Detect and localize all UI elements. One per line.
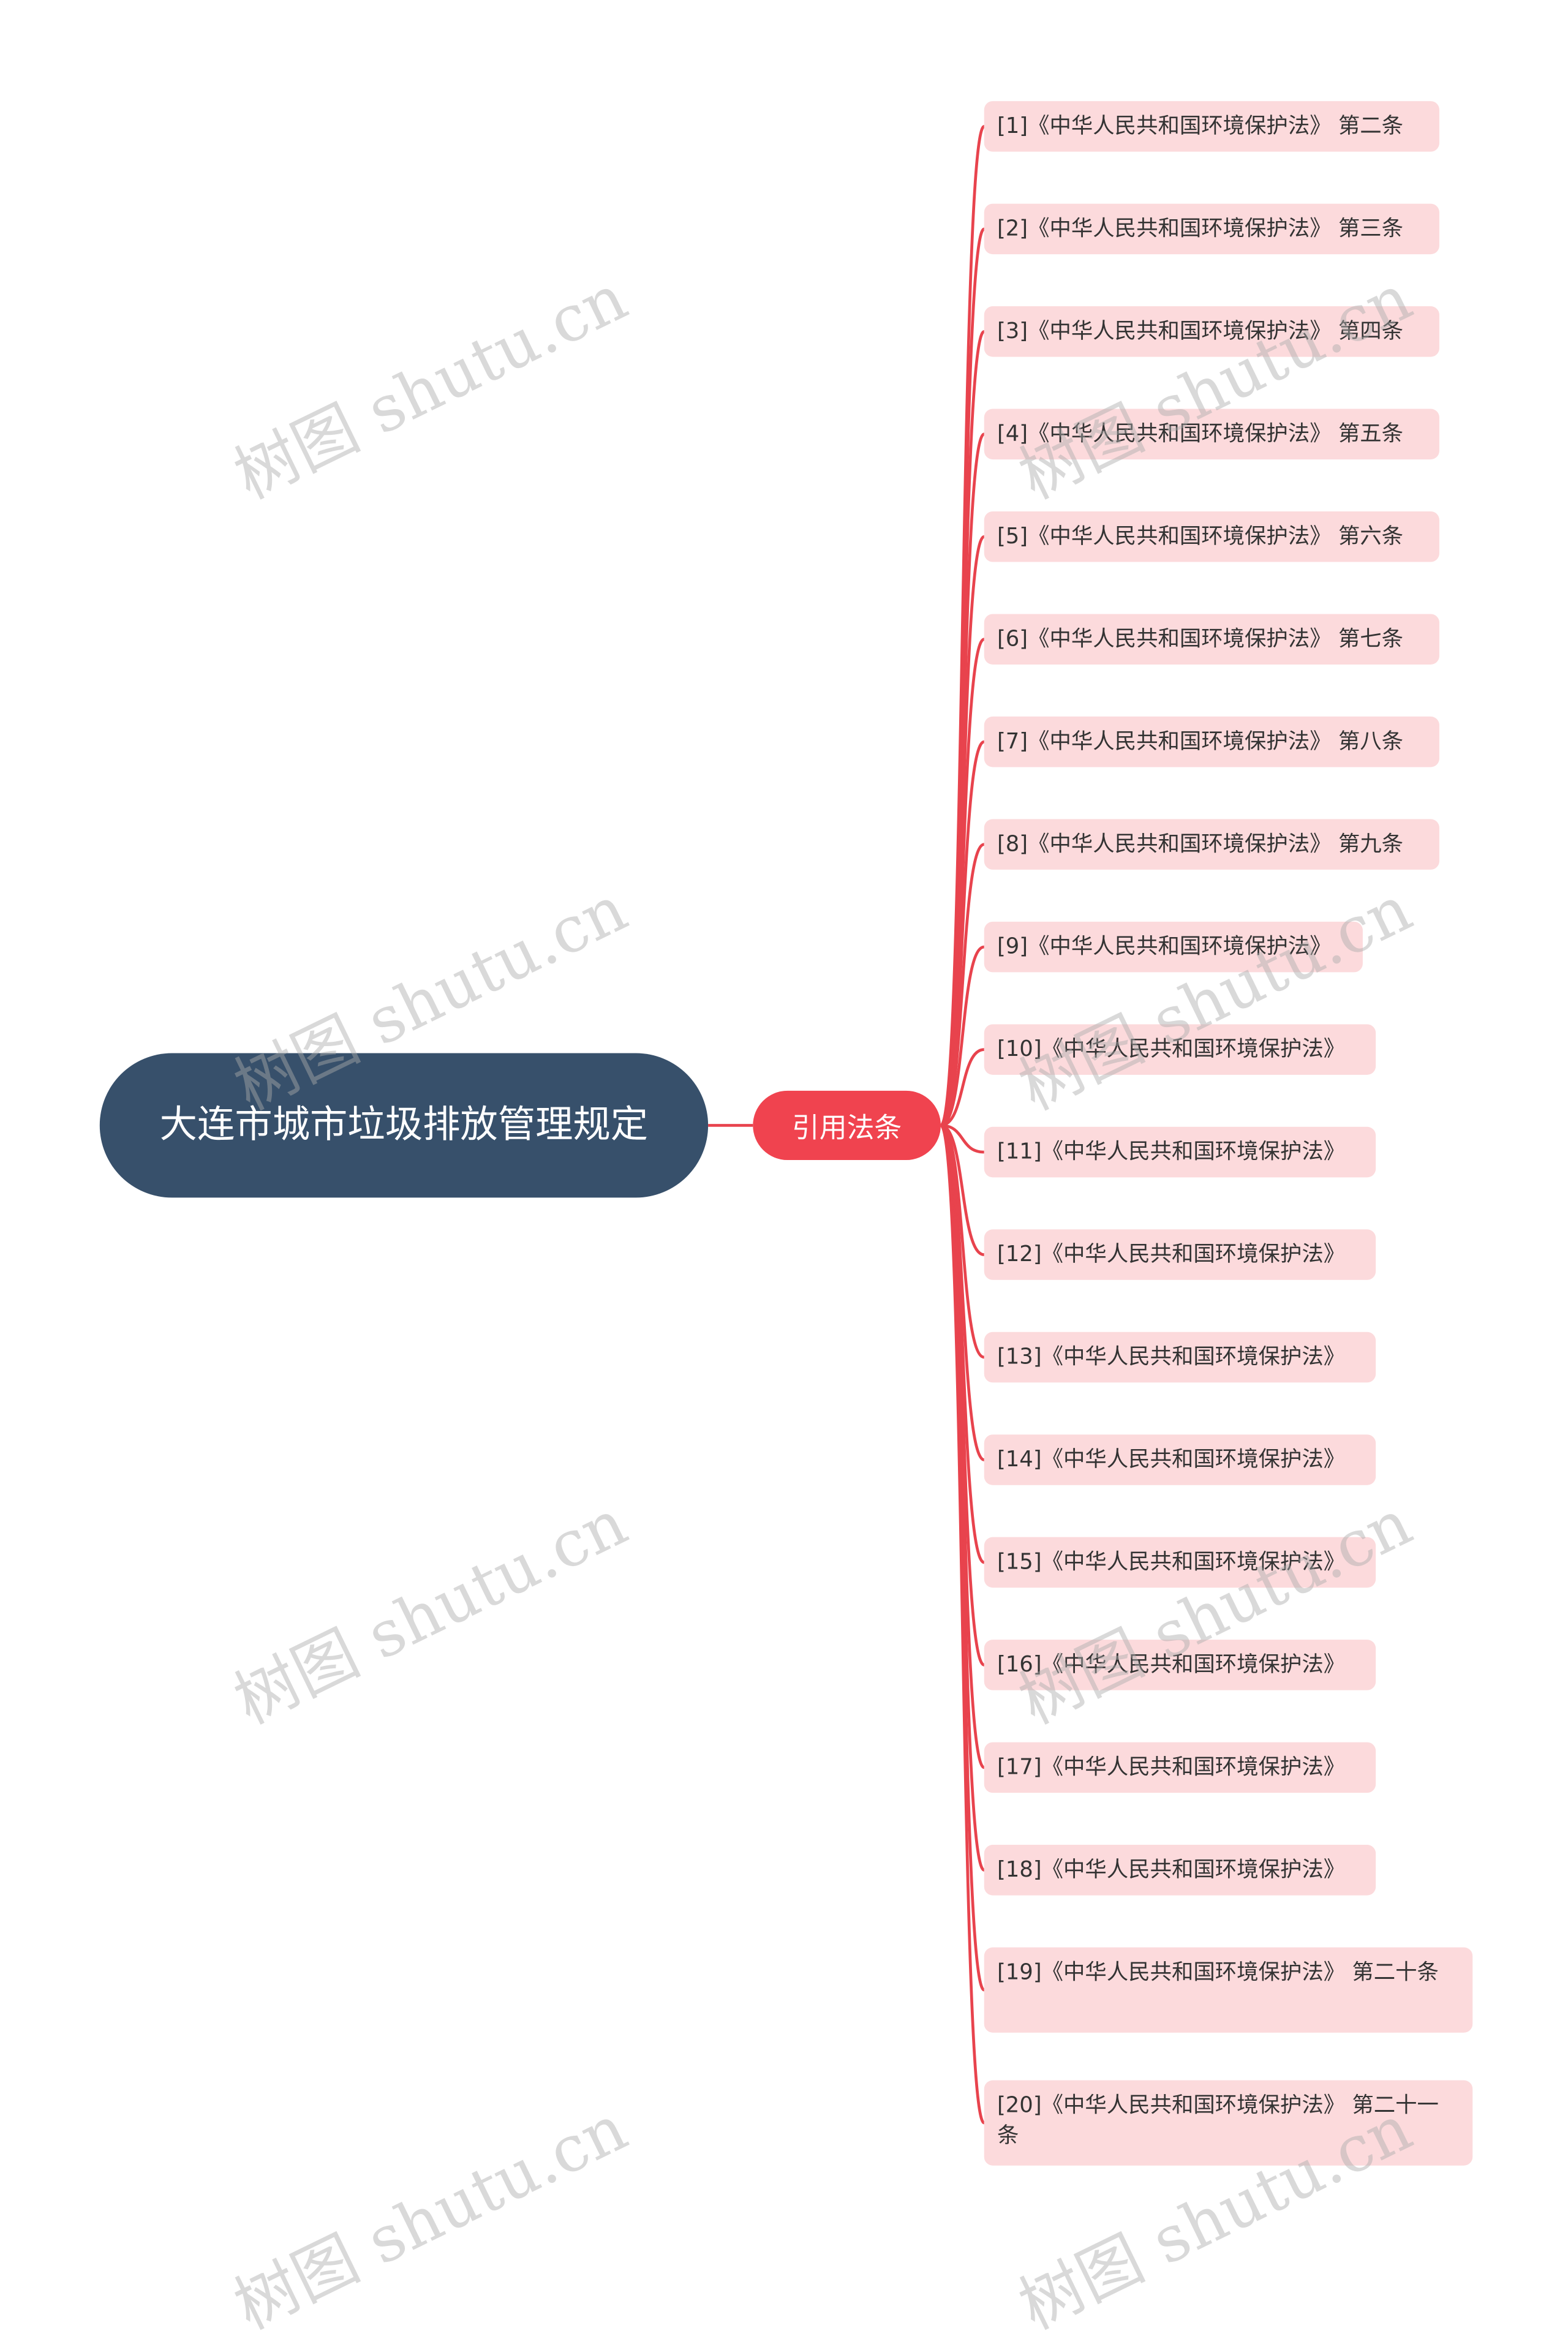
watermark-text: 树图 shutu.cn [1008,261,1423,514]
leaf-topic-19[interactable]: [19]《中华人民共和国环境保护法》 第二十条 [984,1947,1473,2033]
leaf-topic-label: [14]《中华人民共和国环境保护法》 [997,1446,1346,1472]
mind-map-canvas: 大连市城市垃圾排放管理规定 引用法条 [1]《中华人民共和国环境保护法》 第二条… [99,101,1473,2345]
leaf-topic-label: [19]《中华人民共和国环境保护法》 第二十条 [997,1959,1439,1985]
branch-to-leaf-connector [940,1124,985,1359]
leaf-topic-label: [4]《中华人民共和国环境保护法》 第五条 [997,420,1404,446]
leaf-topic-6[interactable]: [6]《中华人民共和国环境保护法》 第七条 [984,614,1439,665]
leaf-topic-label: [3]《中华人民共和国环境保护法》 第四条 [997,317,1404,344]
branch-to-leaf-connector [939,1124,986,1872]
branch-to-leaf-connector [940,1124,985,1564]
leaf-topic-16[interactable]: [16]《中华人民共和国环境保护法》 [984,1640,1376,1690]
leaf-topic-11[interactable]: [11]《中华人民共和国环境保护法》 [984,1126,1376,1178]
leaf-topic-4[interactable]: [4]《中华人民共和国环境保护法》 第五条 [984,409,1439,460]
branch-to-leaf-connector [939,1124,986,1769]
branch-to-leaf-connector [940,1124,984,1154]
leaf-topic-3[interactable]: [3]《中华人民共和国环境保护法》 第四条 [984,306,1439,357]
leaf-topic-15[interactable]: [15]《中华人民共和国环境保护法》 [984,1537,1376,1588]
watermark-text: 树图 shutu.cn [1008,1486,1423,1739]
leaf-topic-1[interactable]: [1]《中华人民共和国环境保护法》 第二条 [984,101,1439,152]
branch-topic-cited-laws[interactable]: 引用法条 [753,1090,941,1161]
leaf-topic-label: [12]《中华人民共和国环境保护法》 [997,1241,1346,1267]
branch-to-leaf-connector [940,1048,985,1127]
leaf-topic-label: [15]《中华人民共和国环境保护法》 [997,1548,1346,1575]
leaf-topic-13[interactable]: [13]《中华人民共和国环境保护法》 [984,1332,1376,1383]
branch-to-leaf-connector [940,945,985,1127]
leaf-topic-5[interactable]: [5]《中华人民共和国环境保护法》 第六条 [984,511,1439,562]
branch-to-leaf-connector [939,330,986,1127]
leaf-topic-label: [2]《中华人民共和国环境保护法》 第三条 [997,215,1404,241]
branch-to-leaf-connector [940,638,985,1127]
leaf-topic-label: [9]《中华人民共和国环境保护法》 [997,933,1332,960]
branch-to-leaf-connector [939,227,986,1127]
leaf-topic-17[interactable]: [17]《中华人民共和国环境保护法》 [984,1742,1376,1793]
leaf-topic-9[interactable]: [9]《中华人民共和国环境保护法》 [984,921,1363,973]
watermark-text: 树图 shutu.cn [224,261,638,514]
branch-topic-label: 引用法条 [791,1112,902,1143]
root-topic-label: 大连市城市垃圾排放管理规定 [159,1104,649,1147]
leaf-topic-label: [20]《中华人民共和国环境保护法》 第二十一条 [997,2092,1439,2149]
leaf-topic-label: [7]《中华人民共和国环境保护法》 第八条 [997,728,1404,755]
leaf-topic-12[interactable]: [12]《中华人民共和国环境保护法》 [984,1229,1376,1280]
leaf-topic-label: [18]《中华人民共和国环境保护法》 [997,1856,1346,1883]
leaf-topic-label: [10]《中华人民共和国环境保护法》 [997,1036,1346,1062]
branch-to-leaf-connector [940,843,985,1127]
leaf-topic-label: [6]《中华人民共和国环境保护法》 第七条 [997,625,1404,652]
watermark-text: 树图 shutu.cn [224,1486,638,1739]
branch-to-leaf-connector [940,1124,985,1461]
leaf-topic-10[interactable]: [10]《中华人民共和国环境保护法》 [984,1024,1376,1075]
leaf-topic-label: [11]《中华人民共和国环境保护法》 [997,1138,1346,1165]
watermark-text: 树图 shutu.cn [224,2092,638,2345]
leaf-topic-label: [5]《中华人民共和国环境保护法》 第六条 [997,522,1404,549]
leaf-topic-label: [1]《中华人民共和国环境保护法》 第二条 [997,112,1404,139]
leaf-topic-label: [16]《中华人民共和国环境保护法》 [997,1651,1346,1678]
leaf-topic-20[interactable]: [20]《中华人民共和国环境保护法》 第二十一条 [984,2080,1473,2166]
branch-to-leaf-connector [939,432,986,1127]
branch-to-leaf-connector [940,740,985,1127]
leaf-topic-7[interactable]: [7]《中华人民共和国环境保护法》 第八条 [984,716,1439,767]
leaf-topic-18[interactable]: [18]《中华人民共和国环境保护法》 [984,1845,1376,1896]
branch-to-leaf-connector [939,125,986,1127]
branch-to-leaf-connector [940,1124,986,1667]
leaf-topic-label: [13]《中华人民共和国环境保护法》 [997,1343,1346,1370]
branch-to-leaf-connector [940,535,986,1127]
leaf-topic-label: [8]《中华人民共和国环境保护法》 第九条 [997,831,1404,857]
branch-to-leaf-connector [940,1124,985,1256]
leaf-topic-8[interactable]: [8]《中华人民共和国环境保护法》 第九条 [984,819,1439,870]
branch-to-leaf-connector [939,1124,986,2125]
branch-to-leaf-connector [939,1124,986,1992]
leaf-topic-label: [17]《中华人民共和国环境保护法》 [997,1754,1346,1780]
leaf-topic-14[interactable]: [14]《中华人民共和国环境保护法》 [984,1434,1376,1485]
root-topic[interactable]: 大连市城市垃圾排放管理规定 [99,1053,709,1198]
leaf-topic-2[interactable]: [2]《中华人民共和国环境保护法》 第三条 [984,203,1439,255]
watermark-text: 树图 shutu.cn [1008,872,1423,1125]
